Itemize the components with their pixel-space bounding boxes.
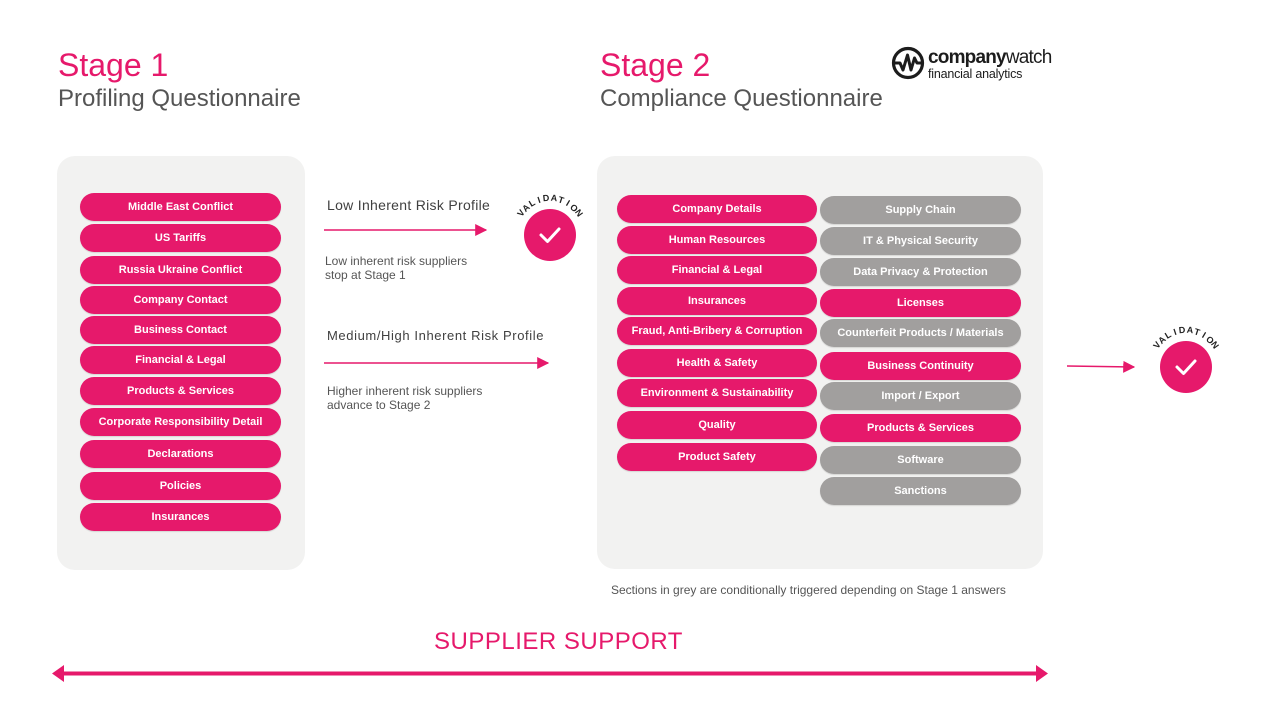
stage1-section-pill[interactable]: Company Contact: [80, 286, 281, 314]
stage2-core-section-pill[interactable]: Fraud, Anti-Bribery & Corruption: [617, 317, 817, 345]
stage1-title: Stage 1: [58, 47, 169, 83]
stage2-conditional-section-pill[interactable]: Import / Export: [820, 382, 1021, 410]
stage2-conditional-section-pill[interactable]: Counterfeit Products / Materials: [820, 319, 1021, 347]
stage2-core-section-pill[interactable]: Quality: [617, 411, 817, 439]
stage2-additional-section-pill[interactable]: Products & Services: [820, 414, 1021, 442]
logo-tagline: financial analytics: [928, 67, 1023, 81]
stage2-validation-arrow: [1066, 360, 1136, 373]
stage1-section-pill[interactable]: US Tariffs: [80, 224, 281, 252]
logo-name: companywatch: [928, 47, 1052, 68]
stage2-core-section-pill[interactable]: Product Safety: [617, 443, 817, 471]
stage2-conditional-section-pill[interactable]: Supply Chain: [820, 196, 1021, 224]
stage1-section-pill[interactable]: Business Contact: [80, 316, 281, 344]
stage1-subtitle: Profiling Questionnaire: [58, 85, 301, 112]
stage2-core-section-pill[interactable]: Health & Safety: [617, 349, 817, 377]
checkmark-icon: [539, 227, 561, 243]
stage2-core-section-pill[interactable]: Company Details: [617, 195, 817, 223]
supplier-support-arrow: [52, 665, 1048, 682]
stage2-core-section-pill[interactable]: Financial & Legal: [617, 256, 817, 284]
stage2-additional-section-pill[interactable]: Licenses: [820, 289, 1021, 317]
stage1-section-pill[interactable]: Russia Ukraine Conflict: [80, 256, 281, 284]
stage1-section-pill[interactable]: Insurances: [80, 503, 281, 531]
low-risk-label: Low Inherent Risk Profile: [327, 197, 491, 213]
w-wave-icon: [891, 46, 925, 80]
stage2-subtitle: Compliance Questionnaire: [600, 85, 883, 112]
stage1-section-pill[interactable]: Policies: [80, 472, 281, 500]
supplier-support-label: SUPPLIER SUPPORT: [434, 628, 683, 655]
stage2-core-section-pill[interactable]: Insurances: [617, 287, 817, 315]
stage2-additional-section-pill[interactable]: Business Continuity: [820, 352, 1021, 380]
conditional-footnote: Sections in grey are conditionally trigg…: [611, 583, 1006, 597]
stage1-section-pill[interactable]: Financial & Legal: [80, 346, 281, 374]
stage2-conditional-section-pill[interactable]: Data Privacy & Protection: [820, 258, 1021, 286]
stage2-title: Stage 2: [600, 47, 711, 83]
stage2-core-section-pill[interactable]: Environment & Sustainability: [617, 379, 817, 407]
companywatch-logo: companywatch financial analytics: [891, 44, 1052, 81]
stage1-section-pill[interactable]: Declarations: [80, 440, 281, 468]
high-risk-label: Medium/High Inherent Risk Profile: [327, 328, 545, 343]
checkmark-icon: [1175, 359, 1197, 375]
stage2-core-section-pill[interactable]: Human Resources: [617, 226, 817, 254]
stage1-section-pill[interactable]: Corporate Responsibility Detail: [80, 408, 281, 436]
stage1-section-pill[interactable]: Products & Services: [80, 377, 281, 405]
stage2-conditional-section-pill[interactable]: Software: [820, 446, 1021, 474]
stage2-conditional-section-pill[interactable]: IT & Physical Security: [820, 227, 1021, 255]
stage2-conditional-section-pill[interactable]: Sanctions: [820, 477, 1021, 505]
stage1-section-pill[interactable]: Middle East Conflict: [80, 193, 281, 221]
